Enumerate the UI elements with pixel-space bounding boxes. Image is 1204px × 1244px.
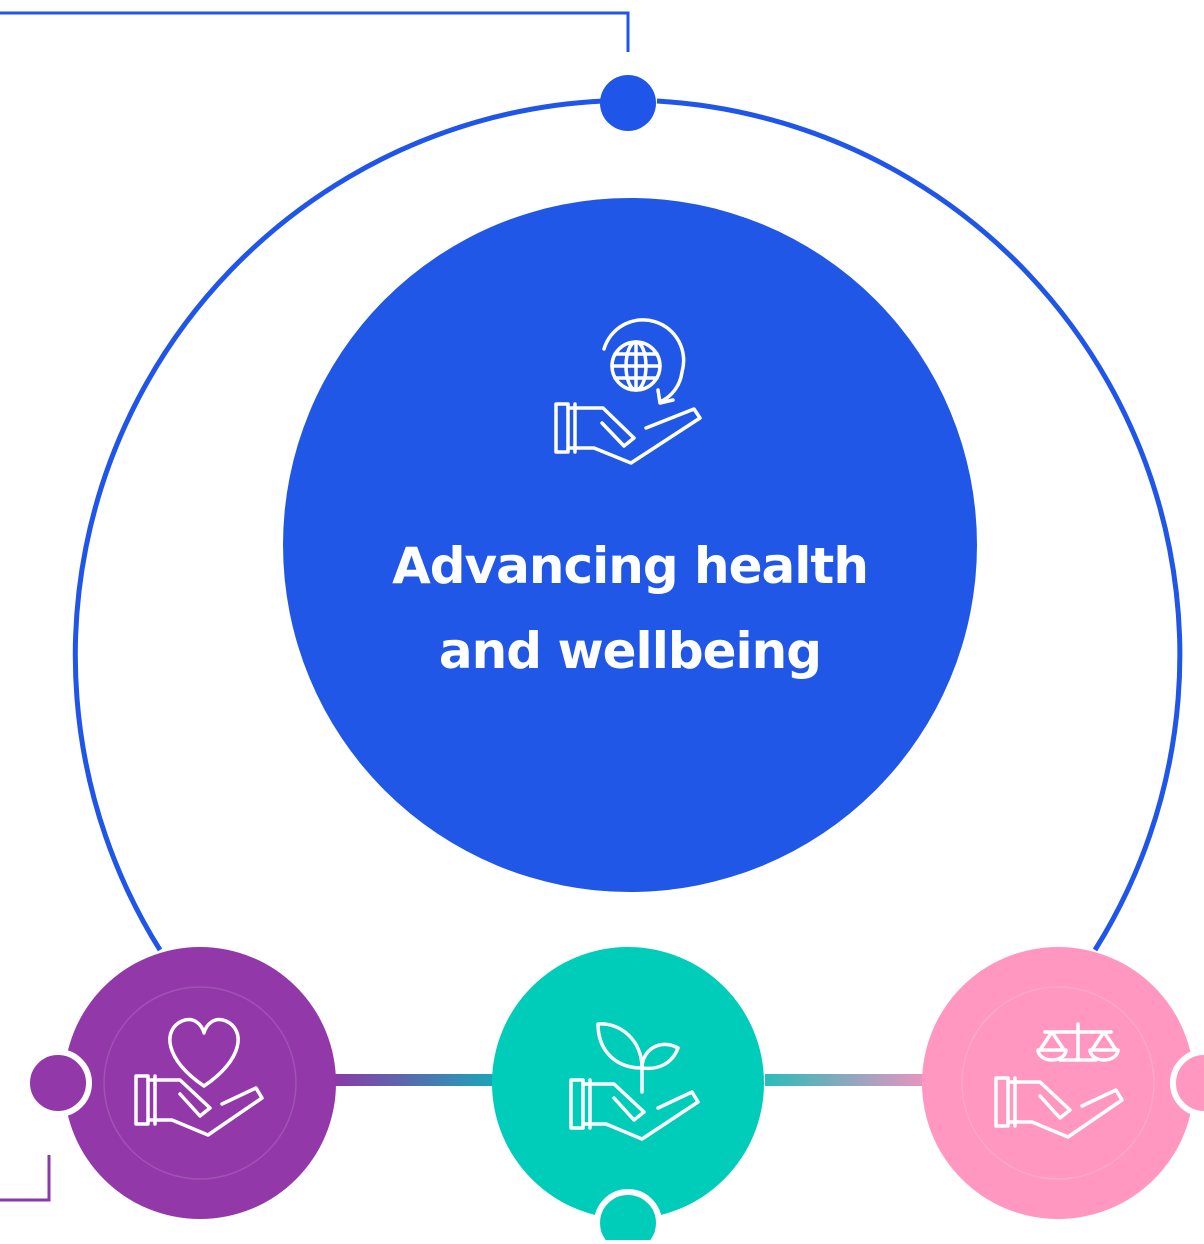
left-connector-dot	[24, 1049, 92, 1117]
top-node-dot	[600, 75, 656, 131]
diagram-title-line1: Advancing health	[392, 537, 868, 595]
connector-bar-right	[765, 1074, 925, 1086]
plant-in-hand-icon	[569, 1022, 700, 1141]
right-node	[922, 947, 1204, 1219]
middle-node	[492, 947, 764, 1244]
connector-bar-left	[335, 1074, 495, 1086]
left-node	[0, 947, 336, 1219]
scales-in-hand-icon	[994, 1022, 1124, 1139]
right-connector-dot	[1170, 1049, 1204, 1117]
diagram-title-line2: and wellbeing	[439, 622, 821, 680]
heart-in-hand-icon	[134, 1017, 264, 1137]
top-connector-line	[0, 11, 630, 52]
globe-in-hand-icon	[554, 318, 702, 465]
left-bracket-line	[0, 1155, 51, 1202]
bottom-connector-dot	[594, 1189, 662, 1244]
center-circle	[283, 198, 977, 892]
outer-ring-arc	[72, 98, 1183, 952]
